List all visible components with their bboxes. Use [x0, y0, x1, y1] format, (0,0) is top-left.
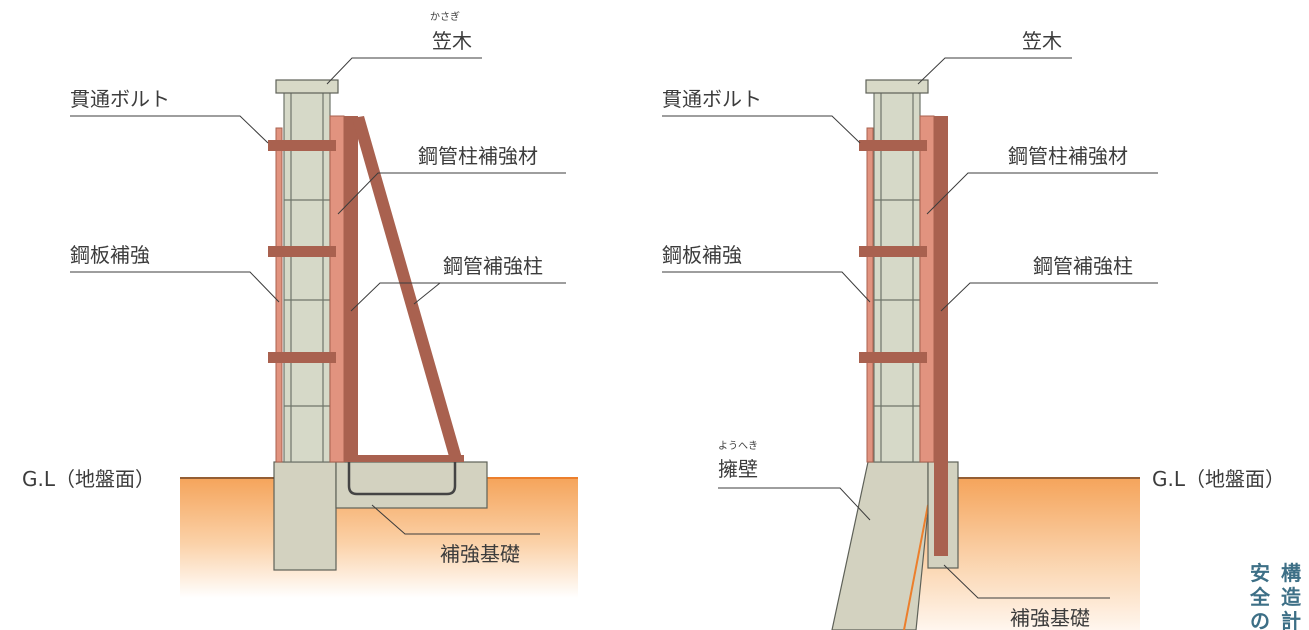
left-steel-pipe-column — [344, 116, 358, 462]
right-bolt-leader — [662, 115, 861, 144]
right-steel-pipe-column-label: 鋼管補強柱 — [1033, 254, 1133, 278]
right-cap-leader — [917, 57, 1072, 85]
side-text-col2-2: 全 — [1249, 585, 1271, 609]
side-text-col1-2: 造 — [1281, 585, 1302, 609]
right-figure: 笠木 貫通ボルト 鋼管柱補強材 鋼板補強 鋼管補強柱 ようへき 擁壁 G.L（地… — [662, 29, 1285, 630]
left-cap-leader — [326, 57, 482, 85]
side-text-col2-3: の — [1250, 609, 1270, 630]
left-steel-plate-label: 鋼板補強 — [70, 243, 150, 267]
right-column-leader — [940, 282, 1158, 312]
right-retaining-wall-edge — [903, 504, 929, 630]
side-text-col1-1: 構 — [1281, 561, 1301, 585]
left-steel-plate-back — [329, 115, 345, 463]
right-through-bolt-1 — [859, 140, 927, 151]
side-vertical-text: 構 造 計 安 全 の — [1249, 561, 1302, 630]
left-through-bolt-label: 貫通ボルト — [70, 87, 170, 111]
left-bolt-leader — [70, 115, 269, 144]
right-steel-plate-label: 鋼板補強 — [662, 243, 742, 267]
right-steel-pipe-brace-label: 鋼管柱補強材 — [1008, 144, 1128, 168]
right-ground-level-label: G.L（地盤面） — [1152, 467, 1285, 491]
right-steel-plate — [866, 127, 874, 463]
right-steel-plate-back — [919, 115, 935, 463]
left-anchor-bolt — [347, 450, 457, 496]
right-wall-leader — [718, 487, 871, 521]
right-brace-leader — [926, 172, 1158, 215]
left-cap — [275, 79, 339, 94]
left-steel-pipe-brace-label: 鋼管柱補強材 — [418, 144, 538, 168]
left-through-bolt-2 — [268, 246, 336, 257]
left-steel-pipe-brace — [352, 116, 462, 460]
left-base-plate — [344, 455, 464, 462]
left-steel-pipe-column-label: 鋼管補強柱 — [443, 254, 543, 278]
left-figure: かさぎ 笠木 貫通ボルト 鋼管柱補強材 鋼板補強 鋼管補強柱 G.L（地盤面） … — [22, 10, 578, 598]
left-block-wall — [283, 91, 331, 463]
right-steel-pipe-column — [934, 116, 948, 556]
right-block-wall — [873, 91, 921, 463]
left-foundation-leader — [371, 504, 540, 535]
right-through-bolt-label: 貫通ボルト — [662, 87, 762, 111]
left-cap-label: 笠木 — [432, 29, 472, 53]
left-plate-leader — [70, 271, 280, 303]
left-cap-ruby: かさぎ — [430, 10, 460, 23]
side-text-col1-3: 計 — [1281, 609, 1301, 630]
right-cap — [865, 79, 929, 94]
left-foundation-label: 補強基礎 — [440, 542, 520, 566]
left-column-leader-2 — [413, 282, 441, 305]
left-wall-footing — [273, 461, 337, 571]
side-text-col2-1: 安 — [1250, 561, 1270, 585]
right-retaining-wall-label: 擁壁 — [718, 457, 758, 481]
right-through-bolt-2 — [859, 246, 927, 257]
right-foundation-leader — [943, 564, 1110, 599]
right-plate-leader — [662, 271, 871, 303]
left-ground-level-label: G.L（地盤面） — [22, 467, 155, 491]
right-through-bolt-3 — [859, 352, 927, 363]
left-steel-plate — [275, 127, 283, 463]
left-brace-leader — [337, 172, 566, 215]
left-through-bolt-3 — [268, 352, 336, 363]
left-through-bolt-1 — [268, 140, 336, 151]
right-foundation-label: 補強基礎 — [1010, 606, 1090, 630]
left-reinforcement-foundation — [335, 461, 488, 509]
left-column-leader — [350, 282, 566, 312]
right-cap-label: 笠木 — [1022, 29, 1062, 53]
right-retaining-wall-ruby: ようへき — [718, 440, 758, 452]
right-retaining-wall — [831, 461, 929, 630]
